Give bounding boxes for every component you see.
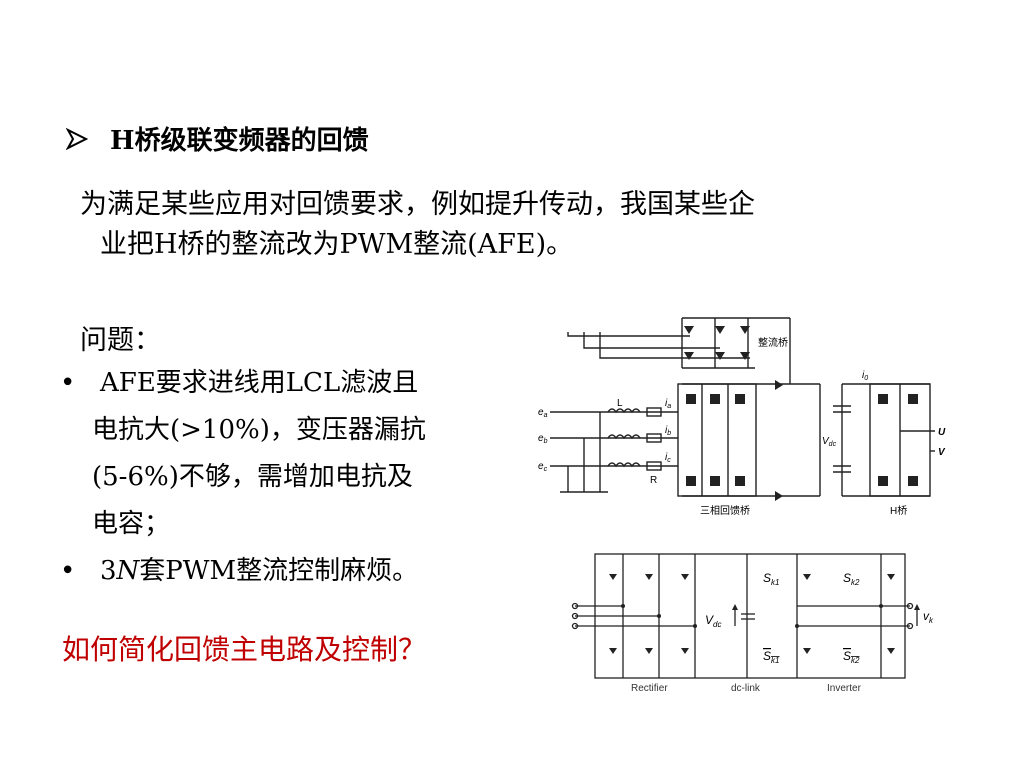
source-a-label: ea <box>538 407 548 419</box>
bullet-2-text: 3N套PWM整流控制麻烦。 <box>100 556 419 586</box>
list-item: • AFE要求进线用LCL滤波且 <box>60 360 530 407</box>
list-item: • 3N套PWM整流控制麻烦。 <box>60 548 530 595</box>
inverter-label: Inverter <box>827 683 862 694</box>
hbridge-label: H桥 <box>890 505 907 517</box>
bullet-dot: • <box>60 556 76 586</box>
rectifier-label: Rectifier <box>631 683 668 694</box>
bullet-dot: • <box>60 368 76 398</box>
arrow-bullet-icon <box>66 127 88 150</box>
intro-line-1: 为满足某些应用对回馈要求，例如提升传动，我国某些企 <box>80 189 755 220</box>
bullet-1-line-1: AFE要求进线用LCL滤波且 <box>100 368 419 398</box>
bullet-1-line-4: 电容； <box>92 509 171 539</box>
top-rectifier-label: 整流桥 <box>758 336 788 349</box>
output-u-label: U <box>938 427 946 438</box>
sk1-bar-label: Sk1 <box>763 649 779 665</box>
vk-label: vk <box>923 609 934 625</box>
current-a-label: ia <box>665 398 671 410</box>
intro-paragraph: 为满足某些应用对回馈要求，例如提升传动，我国某些企 业把H桥的整流改为PWM整流… <box>80 185 950 265</box>
bullet-1-line-3: (5-6%)不够，需增加电抗及 <box>92 462 413 492</box>
afe-hbridge-circuit-diagram: 整流桥 三相回馈桥 H桥 L R ea eb ec ia ib ic Vdc i… <box>538 317 946 517</box>
source-c-label: ec <box>538 461 548 473</box>
resistor-label: R <box>650 475 657 486</box>
source-b-label: eb <box>538 433 548 445</box>
intro-line-2: 业把H桥的整流改为PWM整流(AFE)。 <box>100 229 574 260</box>
afe-bridge-label: 三相回馈桥 <box>700 504 750 517</box>
rectifier-inverter-circuit-diagram: Rectifier dc-link Inverter Vdc Sk1 Sk2 S… <box>571 553 934 694</box>
dclink-label: dc-link <box>731 683 761 694</box>
i0-label: i0 <box>862 370 868 382</box>
key-question: 如何简化回馈主电路及控制？ <box>62 633 427 666</box>
sk1-label: Sk1 <box>763 571 779 587</box>
output-v-label: V <box>938 447 946 458</box>
vdc-label: Vdc <box>822 436 837 448</box>
heading-text: H桥级联变频器的回馈 <box>110 126 369 156</box>
current-c-label: ic <box>665 452 671 464</box>
problem-label: 问题： <box>80 325 161 356</box>
bullet-1-line-2: 电抗大(>10%)，变压器漏抗 <box>92 415 426 445</box>
vdc-label: Vdc <box>705 613 721 629</box>
inductor-label: L <box>617 398 623 409</box>
sk2-bar-label: Sk2 <box>843 649 860 665</box>
slide-heading: H桥级联变频器的回馈 <box>66 120 369 157</box>
current-b-label: ib <box>665 425 671 437</box>
problem-list: • AFE要求进线用LCL滤波且 电抗大(>10%)，变压器漏抗 (5-6%)不… <box>60 360 530 595</box>
sk2-label: Sk2 <box>843 571 860 587</box>
